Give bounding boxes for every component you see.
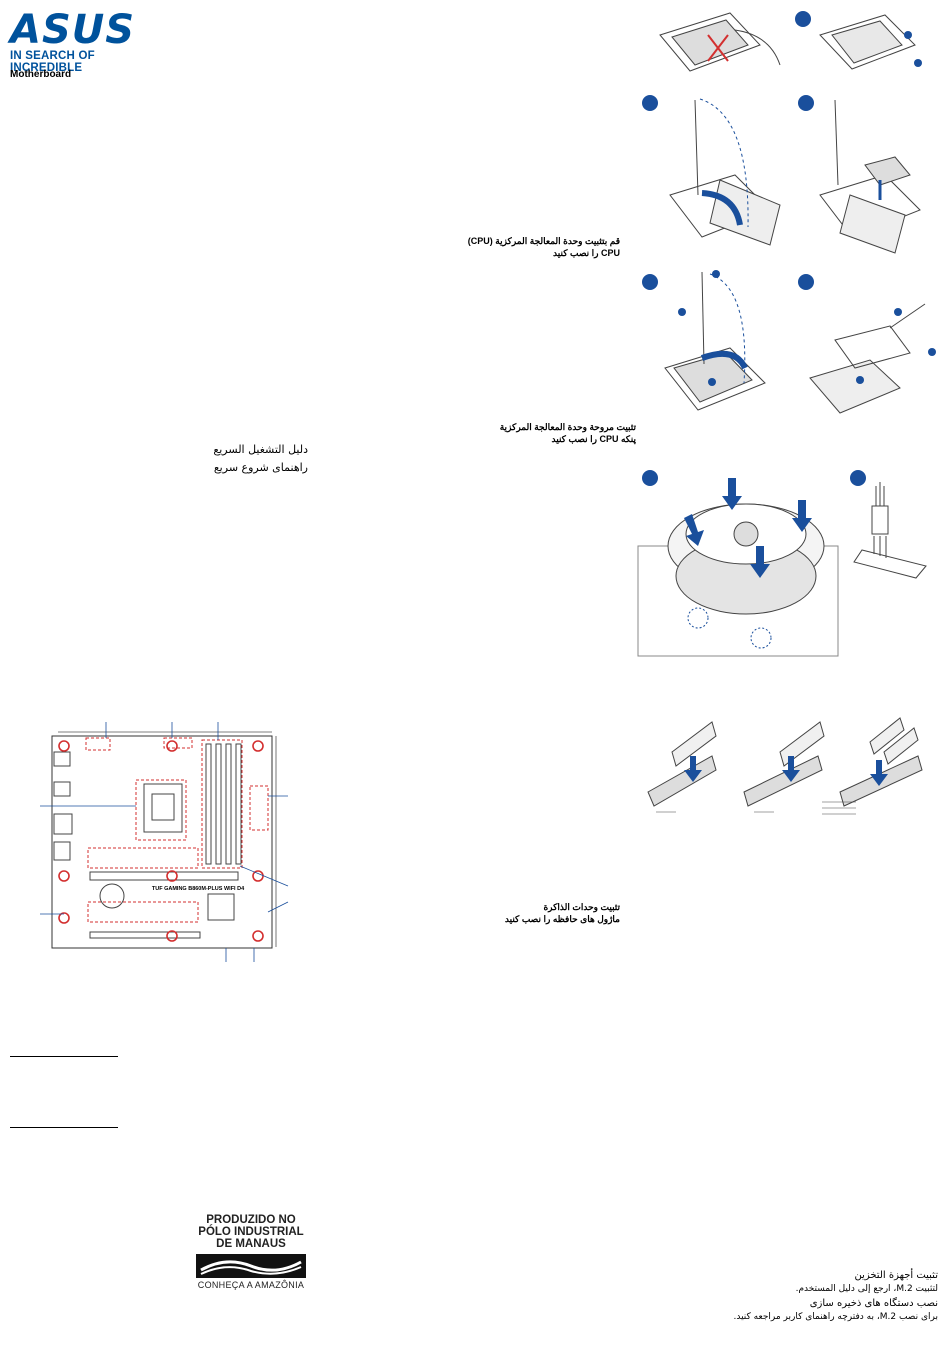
cooler-illustrations [636, 466, 941, 671]
cpu-label-arabic: قم بتثبيت وحدة المعالجة المركزية (CPU) [467, 236, 620, 246]
memory-label-arabic: تثبيت وحدات الذاكرة [543, 902, 620, 912]
manaus-badge: PRODUZIDO NO PÓLO INDUSTRIAL DE MANAUS C… [196, 1214, 306, 1290]
quick-start-arabic: دليل التشغيل السريع [213, 443, 308, 456]
asus-logo: ASUS [10, 7, 136, 53]
quick-start-titles: دليل التشغيل السريع راهنمای شروع سریع [213, 441, 308, 477]
cpu-label-persian: CPU را نصب کنید [553, 248, 620, 258]
storage-heading-persian: نصب دستگاه های ذخیره سازی [809, 1298, 938, 1309]
badge-line: DE MANAUS [216, 1238, 286, 1250]
motherboard-diagram: TUF GAMING B860M-PLUS WIFI D4 [40, 722, 290, 967]
memory-label-persian: ماژول های حافظه را نصب کنید [504, 914, 620, 924]
badge-line: PRODUZIDO NO [206, 1214, 296, 1226]
cpu-section-label: قم بتثبيت وحدة المعالجة المركزية (CPU) C… [468, 235, 620, 259]
cooler-label-persian: پنکه CPU را نصب کنید [551, 434, 636, 444]
badge-footer: CONHEÇA A AMAZÔNIA [197, 1280, 305, 1290]
brand-tagline: IN SEARCH OF INCREDIBLE [10, 50, 95, 74]
storage-section: تثبيت أجهزة التخزين لتثبيت M.2، ارجع إلى… [734, 1270, 939, 1323]
divider-rule [10, 1056, 118, 1057]
storage-body-persian: برای نصب M.2، به دفترچه راهنمای کاربر مر… [733, 1311, 939, 1322]
cpu-lever-illustrations [640, 268, 945, 433]
divider-rule [10, 1127, 118, 1128]
quick-start-persian: راهنمای شروع سریع [213, 461, 308, 474]
storage-body-arabic: لتثبيت M.2، ارجع إلى دليل المستخدم. [795, 1283, 938, 1294]
memory-section-label: تثبيت وحدات الذاكرة ماژول های حافظه را ن… [505, 901, 620, 925]
board-model-label: TUF GAMING B860M-PLUS WIFI D4 [152, 886, 245, 892]
product-label: Motherboard [10, 69, 72, 80]
brand-block: ASUS IN SEARCH OF INCREDIBLE [10, 10, 135, 74]
memory-illustrations [636, 712, 941, 827]
cooler-section-label: تثبيت مروحة وحدة المعالجة المركزية پنکه … [500, 421, 636, 445]
cooler-label-arabic: تثبيت مروحة وحدة المعالجة المركزية [499, 422, 636, 432]
cpu-step-illustrations [640, 5, 945, 270]
storage-heading-arabic: تثبيت أجهزة التخزين [854, 1270, 938, 1281]
badge-wave-graphic [196, 1254, 306, 1278]
badge-line: PÓLO INDUSTRIAL [198, 1226, 304, 1238]
